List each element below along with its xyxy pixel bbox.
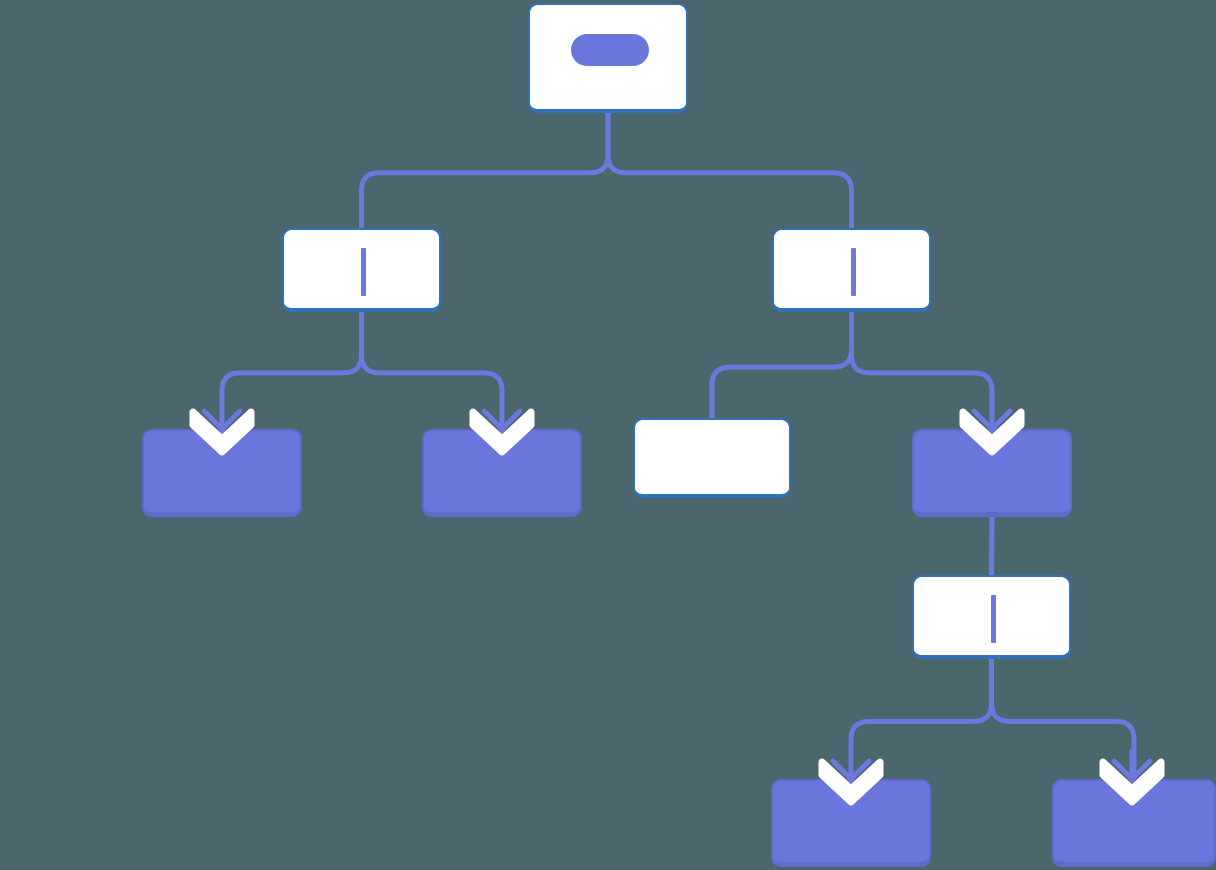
node-n1[interactable]	[528, 3, 688, 113]
node-n10[interactable]	[1052, 779, 1216, 867]
node-content-bar	[991, 595, 996, 643]
node-n4[interactable]	[142, 429, 302, 517]
node-n6[interactable]	[633, 418, 791, 498]
node-n5[interactable]	[422, 429, 582, 517]
node-n9[interactable]	[771, 779, 931, 867]
node-n8[interactable]	[912, 575, 1071, 659]
node-n7[interactable]	[912, 429, 1072, 517]
node-content-bar	[361, 248, 366, 296]
node-n2[interactable]	[282, 228, 441, 312]
node-content-bar	[851, 248, 856, 296]
node-content-pill	[571, 34, 649, 66]
node-n3[interactable]	[772, 228, 931, 312]
